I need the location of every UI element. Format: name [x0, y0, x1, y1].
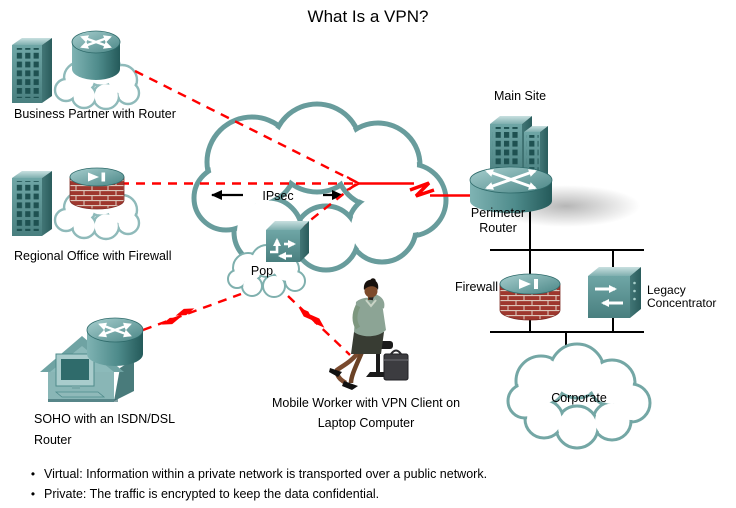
perimeter-router-label: Perimeter Router: [446, 206, 550, 236]
corporate-label: Corporate: [551, 391, 607, 405]
vpn-tunnel-lines: [120, 69, 473, 356]
perimeter-router-label-line1: Perimeter: [470, 206, 526, 220]
router-icon: [469, 166, 553, 213]
tunnel-soho: [142, 292, 242, 332]
building-icon: [12, 171, 52, 236]
pop-cloud-icon: [227, 244, 306, 298]
building-icon: [12, 38, 52, 103]
soho-label-line2: Router: [34, 433, 72, 447]
soho-label-line1: SOHO with an ISDN/DSL: [34, 412, 176, 426]
mobile-worker-label: Mobile Worker with VPN Client on Laptop …: [256, 393, 476, 433]
main-site: [469, 116, 553, 213]
bullet-text: Private: The traffic is encrypted to kee…: [44, 487, 380, 501]
firewall-icon: [69, 167, 125, 210]
bullet-icon: •: [30, 467, 36, 481]
business-partner-label: Business Partner with Router: [14, 107, 176, 121]
bullet-list: • Virtual: Information within a private …: [22, 464, 487, 504]
soho-site: [40, 317, 144, 402]
house-icon: [40, 336, 134, 402]
router-icon: [71, 30, 121, 80]
person-icon: [329, 278, 409, 390]
legacy-concentrator-label: Legacy Concentrator: [647, 284, 716, 310]
ipsec-label: IPsec: [262, 189, 294, 203]
legacy-label-line1: Legacy: [647, 283, 686, 297]
corporate-cloud-icon: [506, 342, 652, 450]
tunnel-switch: [302, 183, 357, 227]
mobile-worker-label-line2: Laptop Computer: [317, 416, 415, 430]
bullet-item: • Virtual: Information within a private …: [22, 464, 487, 484]
regional-office-site: [12, 167, 125, 236]
firewall-label: Firewall: [454, 280, 498, 294]
main-site-label: Main Site: [493, 89, 547, 103]
regional-office-label: Regional Office with Firewall: [14, 249, 172, 263]
legacy-label-line2: Concentrator: [647, 296, 717, 310]
bullet-item: • Private: The traffic is encrypted to k…: [22, 484, 487, 504]
router-icon: [86, 317, 144, 366]
perimeter-router-label-line2: Router: [479, 221, 517, 235]
firewall-icon: [499, 273, 561, 321]
tunnel-mobile: [287, 295, 351, 356]
internet-cloud-icon: [191, 101, 449, 273]
business-partner-site: [12, 30, 121, 103]
computer-icon: [54, 353, 106, 398]
switch-icon: [266, 221, 309, 262]
concentrator-icon: [588, 267, 641, 318]
dialup-marks: [161, 307, 325, 328]
building-icon: [524, 126, 548, 180]
pop-label: Pop: [250, 264, 274, 278]
bullet-icon: •: [30, 487, 36, 501]
briefcase-icon: [383, 349, 409, 381]
soho-label: SOHO with an ISDN/DSL Router: [34, 409, 175, 451]
lightning-icon: [409, 181, 435, 198]
bullet-text: Virtual: Information within a private ne…: [44, 467, 488, 481]
mobile-worker-label-line1: Mobile Worker with VPN Client on: [271, 396, 461, 410]
page-title: What Is a VPN?: [307, 7, 429, 26]
